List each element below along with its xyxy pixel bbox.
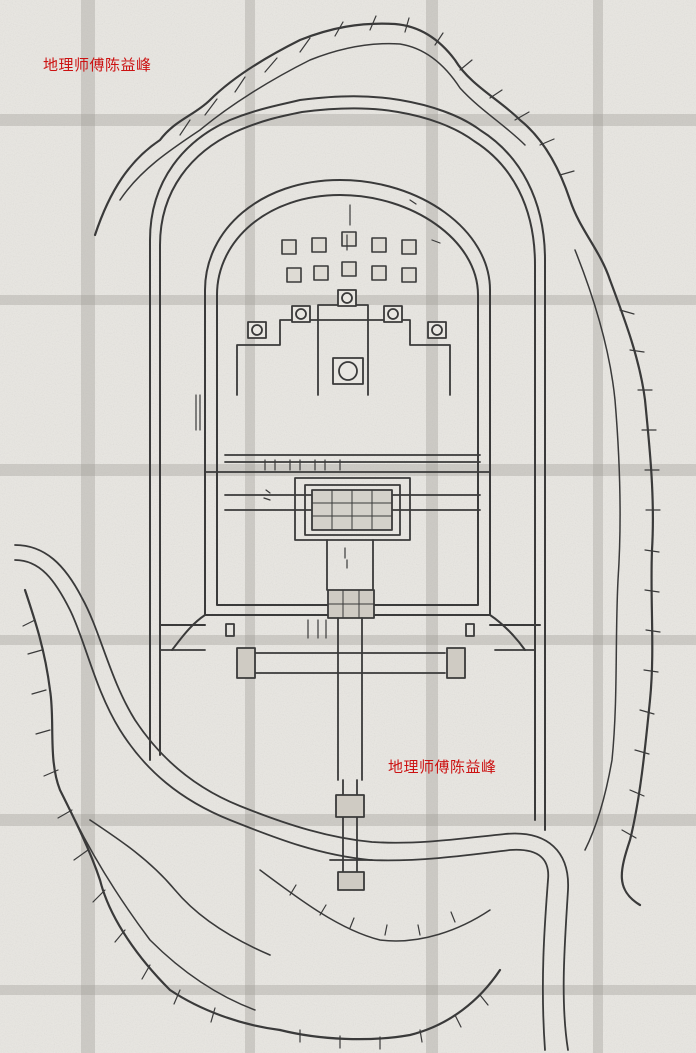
- tomb-mound: [286, 267, 302, 283]
- central-hall-block: [317, 319, 369, 396]
- compound-gate-wings: [171, 614, 526, 651]
- annotation-strokes: [195, 199, 441, 639]
- tomb-mound: [401, 267, 417, 283]
- stele-pavilion-small-west: [225, 623, 235, 637]
- stele-pavilion-small-east: [465, 623, 475, 637]
- annotation-strokes-top: [346, 199, 441, 251]
- compound-inner-arch: [216, 194, 479, 606]
- mountain-ridge-north: [93, 22, 612, 282]
- mountain-ridge-north-inner: [119, 42, 526, 201]
- mountain-ridge-south: [278, 968, 502, 1041]
- mausoleum-circle: [431, 324, 443, 336]
- river: [14, 544, 569, 1051]
- mausoleum-markers: [247, 289, 447, 385]
- tomb-mound: [371, 265, 387, 281]
- mountain-ridge-south-inner: [259, 869, 491, 942]
- inner-compound: [159, 179, 541, 651]
- pavilion-west: [236, 647, 256, 679]
- outer-wall-outer-line: [149, 95, 546, 831]
- hall-terrace: [294, 477, 411, 541]
- tomb-mound: [341, 231, 357, 247]
- mountain-ridge-east-inner: [574, 249, 621, 851]
- hall-grid-lines: [311, 489, 393, 531]
- mountain-ridges: [23, 22, 654, 1041]
- mountain-ridge-east: [608, 278, 654, 907]
- annotation-strokes-gate: [307, 619, 327, 639]
- ridge-hatch-inner: [289, 884, 456, 936]
- tomb-mound: [371, 237, 387, 253]
- ridge-hatch-south: [299, 994, 489, 1050]
- pavilion-east: [446, 647, 466, 679]
- mountain-ridge-southwest: [89, 819, 271, 956]
- tomb-mound-grid: [281, 231, 417, 283]
- ridge-hatching: [22, 15, 661, 1050]
- ridge-hatch-east: [619, 309, 661, 839]
- river-bank-east: [14, 544, 569, 1051]
- tomb-mound: [281, 239, 297, 255]
- hall-outer: [304, 484, 401, 536]
- annotation-strokes-left: [195, 394, 201, 431]
- tomb-mound: [341, 261, 357, 277]
- watermark-text-bottom: 地理师傅陈益峰: [388, 758, 497, 776]
- bridge-gate: [335, 794, 365, 818]
- watermark-text-top: 地理师傅陈益峰: [43, 56, 152, 74]
- outer-enclosure: [149, 95, 546, 831]
- annotation-strokes-small: [263, 489, 348, 569]
- mausoleum-circle: [387, 308, 399, 320]
- outer-wall-inner-line: [159, 107, 536, 821]
- ridge-hatch-north: [179, 15, 575, 176]
- tomb-mound: [313, 265, 329, 281]
- river-bank-west: [14, 559, 550, 1051]
- annotation-strokes-row: [264, 459, 341, 471]
- mountain-ridge-west: [23, 588, 282, 1032]
- hall-building: [294, 477, 411, 541]
- tomb-mound: [401, 239, 417, 255]
- mausoleum-circle: [341, 292, 353, 304]
- gate-building-grid: [327, 589, 375, 619]
- tomb-mound: [311, 237, 327, 253]
- mausoleum-circle: [295, 308, 307, 320]
- sacred-way: [159, 539, 536, 891]
- mountain-ridge-west-inner: [74, 819, 256, 1011]
- mausoleum-circle: [251, 324, 263, 336]
- ridge-hatch-west: [22, 619, 216, 1023]
- compound-outer-arch: [204, 179, 491, 616]
- central-tomb-circle: [338, 361, 358, 381]
- outer-portal: [337, 871, 365, 891]
